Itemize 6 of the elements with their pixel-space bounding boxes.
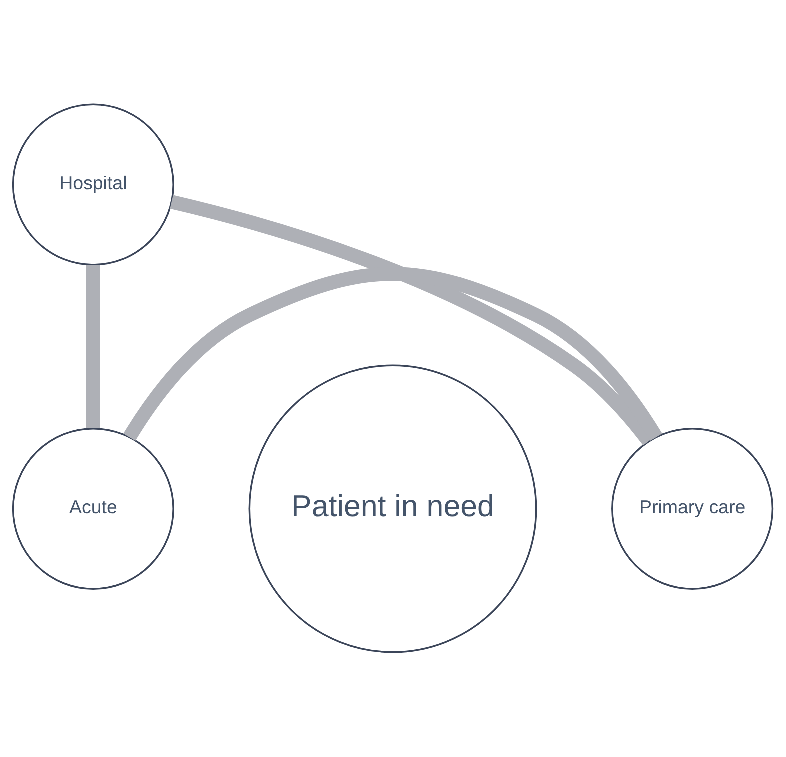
node-circle: Hospital	[12, 104, 174, 266]
node-circle: Patient in need	[248, 364, 538, 654]
node-circle: Primary care	[612, 428, 774, 590]
connector	[86, 265, 100, 428]
node-circle: Acute	[12, 428, 174, 590]
connector	[124, 267, 662, 442]
